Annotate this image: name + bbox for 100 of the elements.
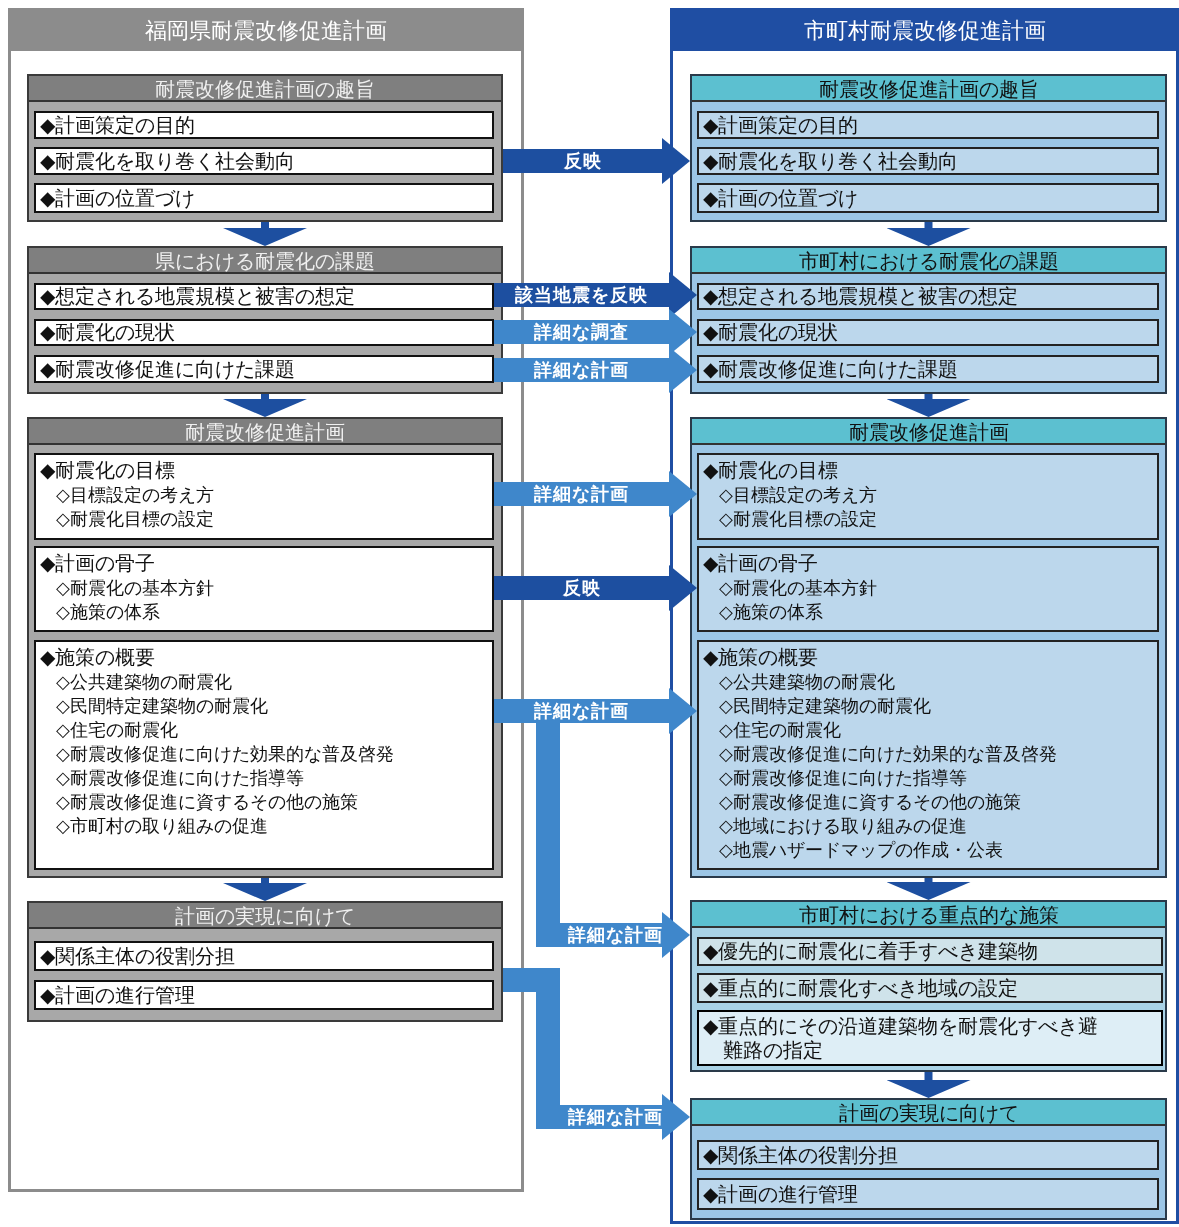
item-text: ◆施策の概要	[40, 644, 157, 670]
item-text: ◆耐震化の現状	[40, 321, 177, 344]
item-text: ◆耐震化の目標	[40, 457, 177, 483]
section-panel	[27, 901, 503, 1022]
section-title: 計画の実現に向けて	[692, 1100, 1165, 1126]
section-panel	[690, 74, 1167, 222]
section-title: 耐震改修促進計画の趣旨	[692, 76, 1165, 102]
item-text: ◇地域における取り組みの促進	[718, 814, 968, 838]
item-text: ◇目標設定の考え方	[55, 483, 215, 507]
section-title: 耐震改修促進計画の趣旨	[29, 76, 501, 102]
item-text: ◆施策の概要	[703, 644, 820, 670]
section-title: 耐震改修促進計画	[29, 419, 501, 445]
item-box	[697, 546, 1159, 632]
item-text: ◇公共建築物の耐震化	[718, 670, 896, 694]
chevron-arrow	[223, 878, 307, 901]
item-box	[697, 937, 1163, 966]
item-text: ◆計画策定の目的	[703, 113, 860, 137]
section-panel	[690, 417, 1167, 878]
item-box	[34, 283, 494, 310]
item-text: ◇耐震化目標の設定	[55, 507, 215, 531]
item-text: ◇耐震改修促進に向けた効果的な普及啓発	[55, 742, 395, 766]
edge-label: 該当地震を反映	[515, 283, 648, 307]
item-box	[34, 546, 494, 632]
item-text: ◆関係主体の役割分担	[703, 1142, 900, 1168]
item-text: ◇住宅の耐震化	[55, 718, 179, 742]
item-text: ◇地震ハザードマップの作成・公表	[718, 838, 1004, 862]
edge-label: 詳細な計画	[534, 482, 629, 506]
item-box	[34, 319, 494, 346]
section-panel	[27, 74, 503, 222]
item-box	[697, 147, 1159, 175]
item-text: ◇民間特定建築物の耐震化	[55, 694, 269, 718]
section-title: 市町村における重点的な施策	[692, 902, 1165, 928]
item-text: ◆計画の骨子	[40, 550, 157, 576]
item-text: ◆計画の位置づけ	[40, 185, 197, 211]
item-text: ◇耐震化目標の設定	[718, 507, 878, 531]
item-text: ◇耐震化の基本方針	[718, 576, 878, 600]
item-box	[697, 1178, 1159, 1210]
section-panel	[690, 246, 1167, 394]
item-text: ◇目標設定の考え方	[718, 483, 878, 507]
panel	[670, 8, 1179, 1224]
section-panel	[690, 900, 1167, 1072]
item-text: ◇耐震改修促進に資するその他の施策	[718, 790, 1022, 814]
item-text: ◇耐震化の基本方針	[55, 576, 215, 600]
item-box	[34, 941, 494, 971]
edge-label: 詳細な計画	[567, 923, 663, 947]
item-text: ◆計画の進行管理	[703, 1181, 860, 1208]
item-text: ◆計画の位置づけ	[703, 185, 860, 211]
chevron-arrow	[886, 1072, 971, 1098]
item-text: ◇公共建築物の耐震化	[55, 670, 233, 694]
chevron-arrow	[223, 222, 307, 246]
item-text: ◆重点的にその沿道建築物を耐震化すべき避難路の指定	[703, 1013, 1100, 1062]
edge-label: 詳細な計画	[567, 1105, 663, 1129]
section-panel	[27, 417, 503, 878]
item-text: ◆計画の進行管理	[40, 982, 197, 1008]
item-text: ◆関係主体の役割分担	[40, 943, 237, 969]
item-text: ◆重点的に耐震化すべき地域の設定	[703, 975, 1020, 1001]
chevron-arrow	[223, 394, 307, 417]
item-text: ◆計画策定の目的	[40, 113, 197, 137]
panel-title: 福岡県耐震改修促進計画	[11, 11, 521, 51]
item-text: ◇施策の体系	[55, 600, 161, 624]
band-arrow	[494, 565, 697, 611]
item-text: ◇耐震改修促進に向けた効果的な普及啓発	[718, 742, 1058, 766]
item-box	[697, 640, 1159, 870]
item-box	[697, 283, 1159, 310]
item-box	[697, 319, 1159, 346]
edge-label: 詳細な計画	[534, 699, 629, 723]
chevron-arrow	[886, 878, 971, 900]
chevron-arrow	[886, 222, 971, 246]
item-box	[34, 183, 494, 213]
section-title: 県における耐震化の課題	[29, 248, 501, 274]
band-arrow	[503, 968, 690, 1140]
item-text: ◇住宅の耐震化	[718, 718, 842, 742]
edge-label: 反映	[562, 576, 601, 600]
panel-title: 市町村耐震改修促進計画	[673, 11, 1176, 51]
item-box	[34, 980, 494, 1010]
item-text: ◆耐震化の現状	[703, 321, 840, 344]
item-box	[697, 183, 1159, 213]
item-text: ◆耐震改修促進に向けた課題	[40, 357, 297, 381]
item-box	[34, 111, 494, 139]
item-box	[34, 453, 494, 540]
section-title: 市町村における耐震化の課題	[692, 248, 1165, 274]
section-panel	[690, 1098, 1167, 1220]
item-text: ◆耐震化の目標	[703, 457, 840, 483]
item-box	[697, 973, 1163, 1003]
item-box	[34, 147, 494, 175]
section-title: 耐震改修促進計画	[692, 419, 1165, 445]
edge-label: 詳細な調査	[534, 320, 629, 344]
item-text: ◆耐震改修促進に向けた課題	[703, 357, 960, 381]
band-arrow	[494, 471, 697, 517]
item-text: ◇耐震改修促進に向けた指導等	[718, 766, 968, 790]
section-panel	[27, 246, 503, 394]
item-text: ◆耐震化を取り巻く社会動向	[40, 149, 297, 173]
item-box	[34, 355, 494, 383]
edge-label: 反映	[563, 149, 602, 173]
item-text: ◆優先的に耐震化に着手すべき建築物	[703, 939, 1040, 964]
item-text: ◇耐震改修促進に資するその他の施策	[55, 790, 359, 814]
edge-label: 詳細な計画	[534, 358, 629, 382]
band-arrow	[503, 138, 690, 184]
item-box	[697, 355, 1159, 383]
item-box	[34, 640, 494, 870]
